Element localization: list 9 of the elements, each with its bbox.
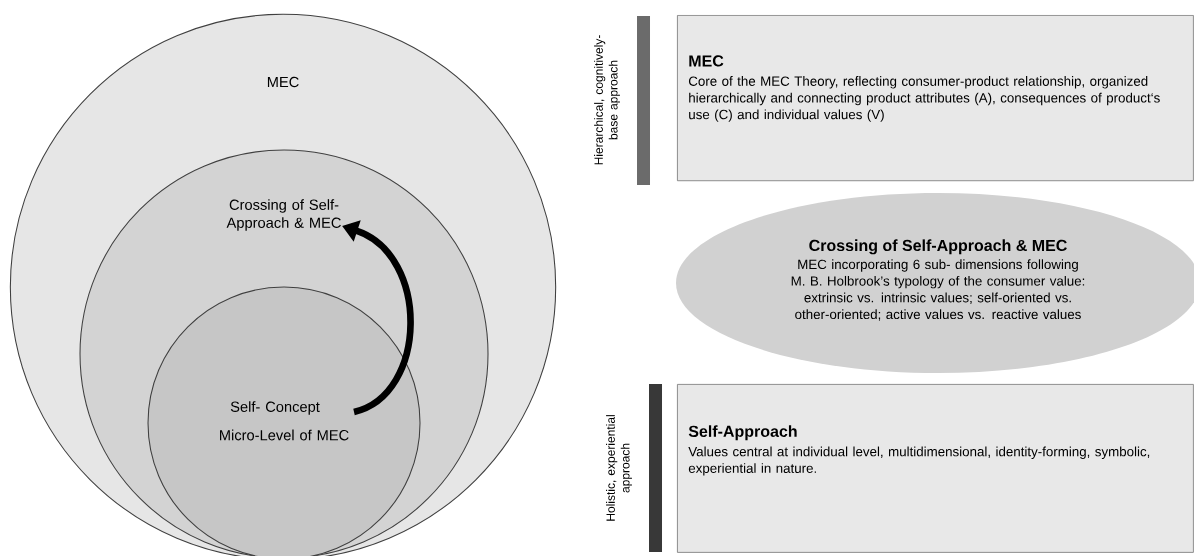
side-label: Holistic, experiential approach [606, 415, 632, 521]
ellipse-text: Crossing of Self-Approach & MEC MEC incorporating 6 sub- dimensions following M. B. Holbrook’s typology of the consumer value: extrinsic vs. intrinsic values; self-oriented vs. other-oriented; active values vs. reactive values [791, 239, 1085, 321]
box-text: MEC Core of the MEC Theory, reflecting consumer-product relationship, organized hierarchically and connecting product attributes (A), consequences of product‘s use (C) and individual values (V) [688, 55, 1160, 122]
side-label: Hierarchical, cognitively-base approach [594, 35, 620, 165]
circle-label: MEC [267, 76, 299, 88]
circle-label: Crossing of Self-Approach & MEC [226, 199, 341, 231]
circle-label: Micro-Level of MEC [220, 429, 349, 441]
circle-label: Self- Concept [230, 401, 320, 415]
box-text: Self-Approach Values central at individual level, multidimensional, identity-forming, symbolic, experiential in nature. [688, 425, 1150, 476]
